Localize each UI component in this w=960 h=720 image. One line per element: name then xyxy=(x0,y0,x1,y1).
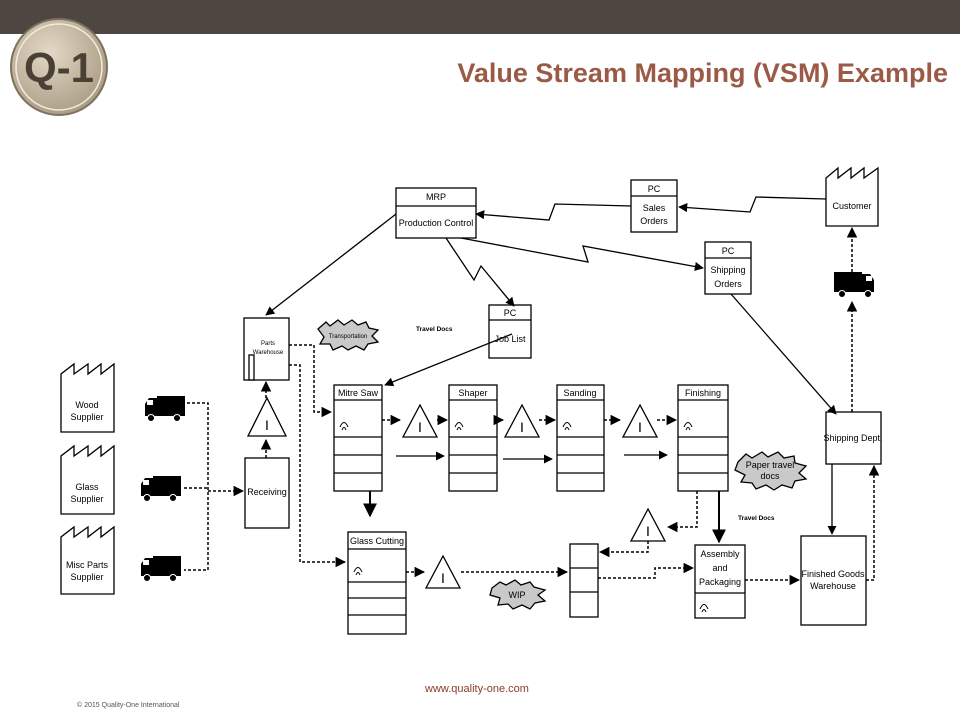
pc-sales-line-1: Sales xyxy=(643,203,666,213)
logo-text: Q-1 xyxy=(24,44,94,91)
assembly-label-3: Packaging xyxy=(699,577,741,587)
misc-parts-supplier xyxy=(60,525,115,595)
top-bar xyxy=(0,0,960,34)
transportation-burst xyxy=(317,319,380,351)
q1-logo: Q-1 xyxy=(10,18,108,116)
glass-supplier-label-2: Supplier xyxy=(70,494,103,504)
process-shaper xyxy=(448,384,498,492)
glass-supplier-label-1: Glass xyxy=(75,482,99,492)
pc-shipping-box xyxy=(704,241,752,295)
parts-warehouse-label-2: Warehouse xyxy=(253,350,284,356)
finished-goods-label-2: Warehouse xyxy=(810,581,856,591)
shipping-dept-label: Shipping Dept. xyxy=(823,433,882,443)
mrp-label: Production Control xyxy=(399,218,474,228)
process-finishing xyxy=(677,384,729,492)
footer-url[interactable]: www.quality-one.com xyxy=(425,683,529,695)
paper-travel-label-1: Paper travel xyxy=(746,460,795,470)
inventory-i-sanding: I xyxy=(638,419,642,435)
misc-supplier-label-1: Misc Parts xyxy=(66,560,109,570)
pc-shipping-line-1: Shipping xyxy=(710,265,745,275)
inventory-triangles xyxy=(246,396,667,589)
glass-supplier xyxy=(60,444,115,515)
wip-label: WIP xyxy=(509,590,526,600)
pc-joblist-box xyxy=(488,304,532,359)
wip-stack xyxy=(569,543,599,618)
travel-docs-top: Travel Docs xyxy=(416,326,453,333)
process-assembly-packaging xyxy=(694,544,746,619)
pc-sales-line-2: Orders xyxy=(640,216,668,226)
inventory-i-receiving: I xyxy=(265,417,269,433)
parts-warehouse-label-1: Parts xyxy=(261,341,275,347)
finishing-label: Finishing xyxy=(685,388,721,398)
finished-goods-label-1: Finished Goods xyxy=(801,569,865,579)
page-title: Value Stream Mapping (VSM) Example xyxy=(457,58,948,88)
finished-goods-warehouse xyxy=(800,535,867,626)
sanding-label: Sanding xyxy=(563,388,596,398)
inventory-i-shaper: I xyxy=(520,419,524,435)
travel-docs-right: Travel Docs xyxy=(738,515,775,522)
wood-supplier-label-1: Wood xyxy=(75,400,98,410)
mitre-saw-label: Mitre Saw xyxy=(338,388,379,398)
process-mitre-saw xyxy=(333,384,383,492)
pc-sales-box xyxy=(630,179,678,233)
paper-travel-burst xyxy=(734,451,808,491)
pc-shipping-line-2: Orders xyxy=(714,279,742,289)
process-glass-cutting xyxy=(347,531,407,635)
customer-label: Customer xyxy=(832,201,871,211)
mrp-title: MRP xyxy=(426,192,446,202)
pc-joblist-title: PC xyxy=(504,308,517,318)
wip-burst xyxy=(489,579,547,610)
receiving-label: Receiving xyxy=(247,487,287,497)
inventory-i-mitre: I xyxy=(418,419,422,435)
wood-supplier-label-2: Supplier xyxy=(70,412,103,422)
wood-supplier xyxy=(60,362,115,433)
paper-travel-label-2: docs xyxy=(760,471,780,481)
pc-sales-title: PC xyxy=(648,184,661,194)
shaper-label: Shaper xyxy=(458,388,487,398)
receiving-box xyxy=(244,457,290,529)
misc-supplier-label-2: Supplier xyxy=(70,572,103,582)
glass-cutting-label: Glass Cutting xyxy=(350,536,404,546)
assembly-label-2: and xyxy=(712,563,727,573)
pc-shipping-title: PC xyxy=(722,246,735,256)
inventory-i-finishing: I xyxy=(646,523,650,539)
footer-copyright: © 2015 Quality-One International xyxy=(77,702,180,709)
inventory-i-glass: I xyxy=(441,570,445,586)
customer-factory xyxy=(825,166,879,227)
shipping-dept xyxy=(825,411,882,465)
pc-joblist-label: Job List xyxy=(494,334,526,344)
process-sanding xyxy=(556,384,605,492)
assembly-label-1: Assembly xyxy=(700,549,740,559)
transportation-label: Transportation xyxy=(329,334,367,340)
